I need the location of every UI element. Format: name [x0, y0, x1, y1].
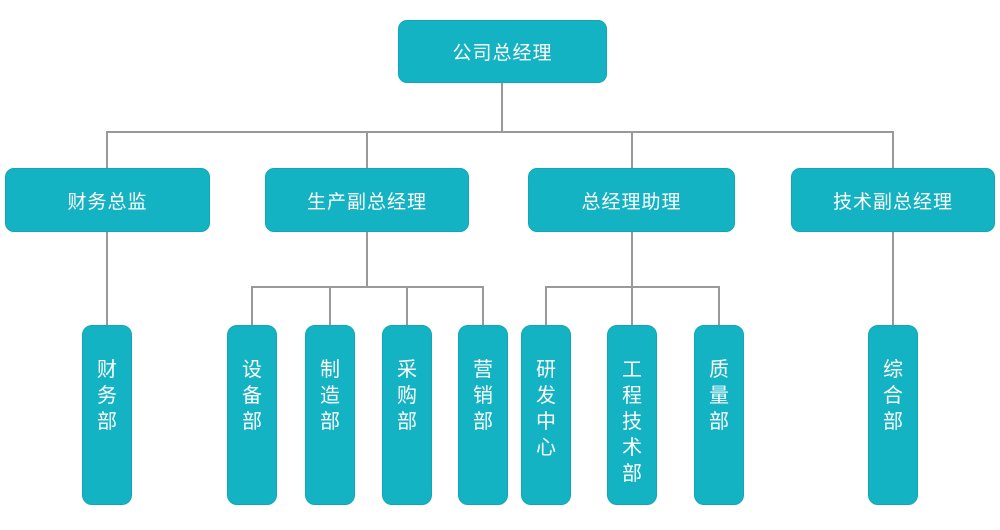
- org-node-label: 质量部: [709, 357, 729, 433]
- org-node-finance-dept: 财务部: [82, 325, 132, 505]
- connector-line: [631, 131, 633, 168]
- connector-line: [366, 131, 368, 168]
- org-node-production-deputy-gm: 生产副总经理: [265, 168, 469, 232]
- connector-line: [892, 232, 894, 325]
- org-node-equipment-dept: 设备部: [227, 325, 277, 505]
- org-node-label: 工程技术部: [622, 357, 642, 485]
- org-node-label: 公司总经理: [452, 42, 553, 64]
- org-node-label: 综合部: [883, 357, 903, 433]
- org-node-label: 生产副总经理: [306, 190, 427, 213]
- org-node-gm-assistant: 总经理助理: [528, 168, 735, 232]
- org-node-label: 营销部: [473, 357, 493, 433]
- connector-line: [631, 286, 633, 325]
- org-node-general-manager: 公司总经理: [398, 20, 607, 83]
- org-node-general-affairs-dept: 综合部: [868, 325, 918, 505]
- org-node-label: 财务部: [97, 357, 117, 433]
- org-node-finance-director: 财务总监: [5, 168, 210, 232]
- org-node-marketing-dept: 营销部: [458, 325, 508, 505]
- org-node-label: 研发中心: [536, 357, 556, 459]
- connector-line: [892, 131, 894, 168]
- connector-line: [329, 286, 331, 325]
- connector-line: [631, 232, 633, 287]
- connector-line: [718, 286, 720, 325]
- org-node-quality-dept: 质量部: [694, 325, 744, 505]
- connector-line: [106, 131, 108, 168]
- org-node-label: 总经理助理: [581, 190, 682, 213]
- org-node-purchasing-dept: 采购部: [382, 325, 432, 505]
- org-node-rd-center: 研发中心: [521, 325, 571, 505]
- org-node-label: 制造部: [320, 357, 340, 433]
- connector-line: [406, 286, 408, 325]
- connector-line: [251, 286, 484, 288]
- connector-line: [106, 131, 894, 133]
- connector-line: [501, 83, 503, 132]
- org-node-label: 设备部: [242, 357, 262, 433]
- org-node-label: 财务总监: [67, 190, 148, 213]
- connector-line: [106, 232, 108, 325]
- connector-line: [366, 232, 368, 287]
- org-node-engineering-tech-dept: 工程技术部: [607, 325, 657, 505]
- org-node-label: 采购部: [397, 357, 417, 433]
- connector-line: [251, 286, 253, 325]
- org-node-technical-deputy-gm: 技术副总经理: [791, 168, 995, 232]
- connector-line: [482, 286, 484, 325]
- connector-line: [545, 286, 547, 325]
- org-node-label: 技术副总经理: [832, 190, 953, 213]
- org-node-manufacturing-dept: 制造部: [305, 325, 355, 505]
